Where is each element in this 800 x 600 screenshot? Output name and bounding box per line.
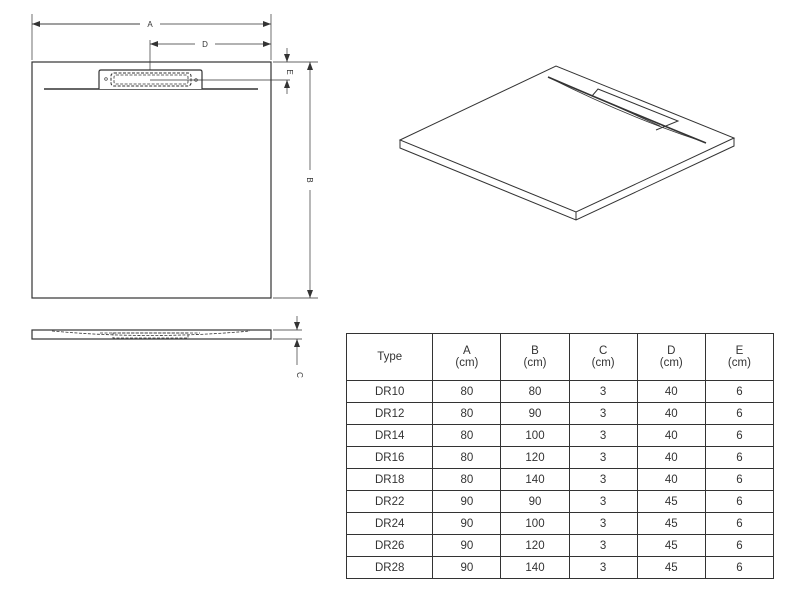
dim-label-c: C [295, 372, 304, 378]
header-c: C(cm) [568, 333, 638, 381]
dim-label-b: B [305, 177, 314, 182]
side-view [31, 316, 302, 365]
table-header-row: Type A(cm) B(cm) C(cm) D(cm) E(cm) [345, 333, 775, 381]
header-b: B(cm) [500, 333, 570, 381]
top-view [31, 14, 318, 299]
dim-label-a: A [147, 20, 153, 29]
header-type: Type [345, 333, 434, 381]
isometric-view [398, 65, 736, 221]
dim-label-d: D [202, 40, 208, 49]
dim-label-e: E [285, 69, 294, 74]
header-d: D(cm) [636, 333, 706, 381]
header-a: A(cm) [432, 333, 502, 381]
header-e: E(cm) [704, 333, 775, 381]
